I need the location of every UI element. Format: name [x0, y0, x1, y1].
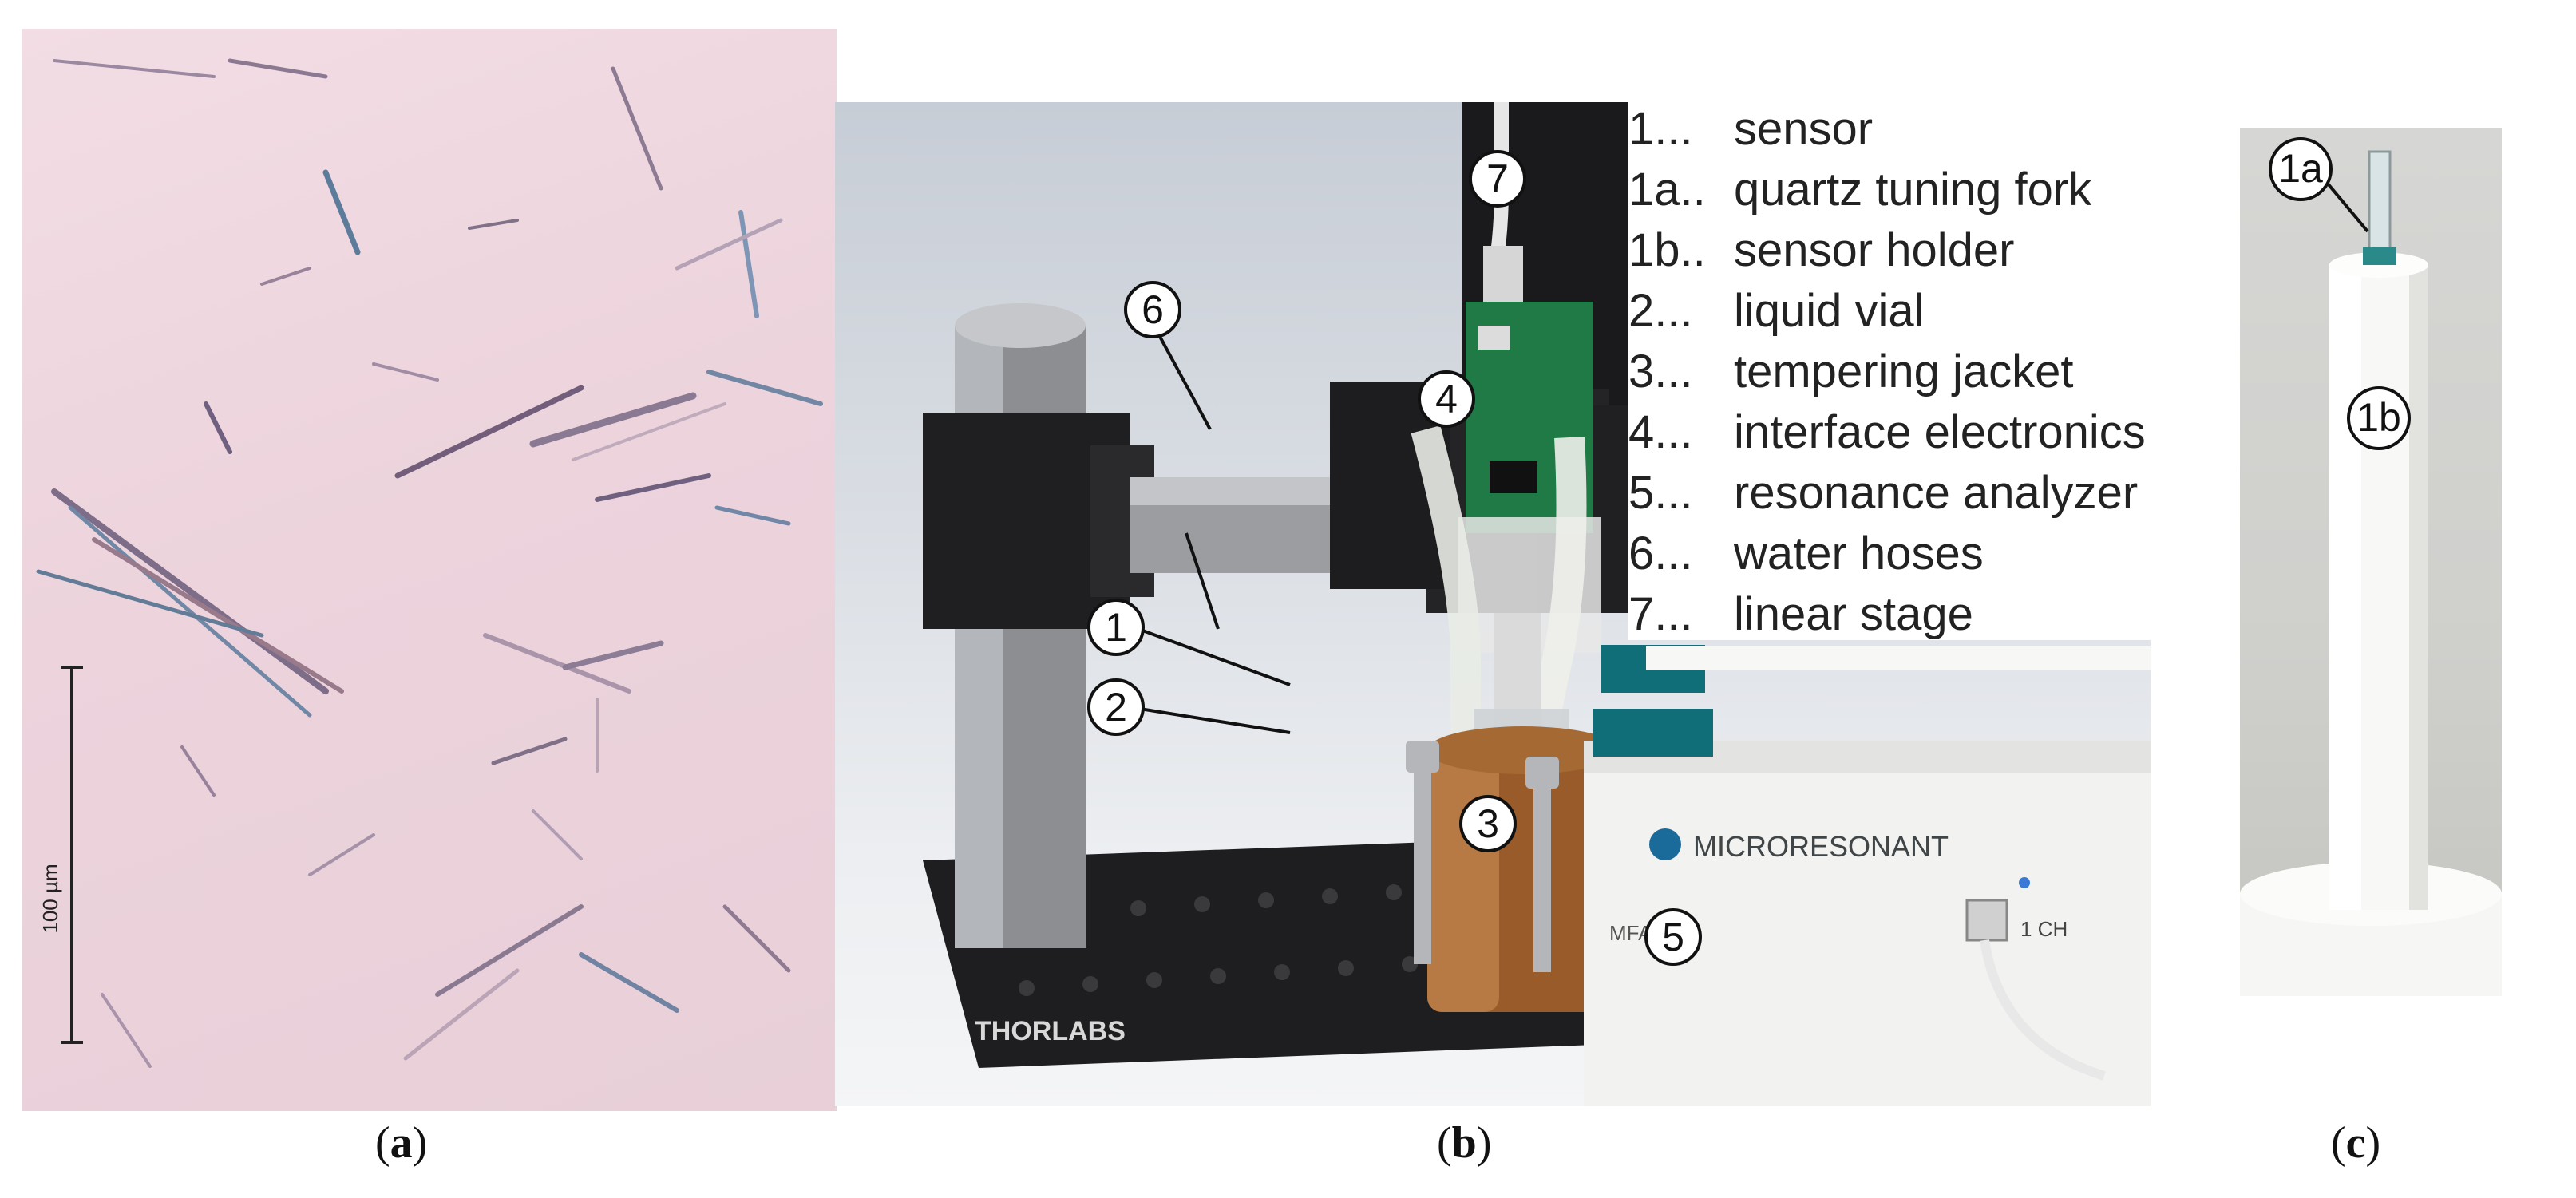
- caption-a: (a): [375, 1118, 428, 1168]
- callout-5: 5: [1644, 908, 1702, 966]
- callout-1: 1: [1087, 599, 1145, 656]
- legend-item: 2...liquid vial: [1628, 285, 1925, 337]
- component-legend: 1...sensor 1a..quartz tuning fork 1b..se…: [1628, 94, 2203, 640]
- port-label: 1 CH: [2020, 917, 2068, 941]
- sensor-illustration: 1a 1b: [2240, 137, 2502, 996]
- base-brand-label: THORLABS: [975, 1016, 1126, 1046]
- callout-1b: 1b: [2347, 386, 2411, 450]
- sensor-photo-panel-c: 1a 1b: [2240, 128, 2502, 996]
- svg-text:5: 5: [1662, 915, 1684, 959]
- callout-7: 7: [1469, 150, 1526, 208]
- legend-item: 6...water hoses: [1628, 528, 1984, 579]
- svg-text:1b: 1b: [2356, 395, 2401, 440]
- svg-text:2: 2: [1105, 685, 1127, 729]
- legend-item: 5...resonance analyzer: [1628, 467, 2139, 519]
- micrograph-panel-a: 100 µm: [22, 29, 837, 1111]
- scale-bar-label: 100 µm: [38, 864, 62, 933]
- scale-bar: 100 µm: [38, 666, 83, 1044]
- callout-3: 3: [1459, 795, 1517, 852]
- caption-c: (c): [2331, 1118, 2381, 1168]
- svg-text:7: 7: [1486, 156, 1509, 201]
- legend-item: 4...interface electronics: [1628, 406, 2146, 458]
- caption-b: (b): [1437, 1118, 1492, 1168]
- callout-group: 1 2 3 4 5 6 7: [1087, 150, 1702, 966]
- legend-item: 1b..sensor holder: [1628, 224, 2015, 276]
- legend-item: 7...linear stage: [1628, 588, 1973, 640]
- svg-text:6: 6: [1142, 287, 1164, 332]
- legend-item: 1a..quartz tuning fork: [1628, 164, 2092, 215]
- svg-text:4: 4: [1435, 377, 1458, 421]
- svg-text:1a: 1a: [2278, 146, 2323, 191]
- callout-4: 4: [1418, 370, 1475, 428]
- crystal-needles-image: 100 µm: [36, 58, 823, 1068]
- svg-text:3: 3: [1477, 801, 1499, 846]
- callout-1a: 1a: [2269, 137, 2333, 201]
- apparatus-photo-panel-b: THORLABS: [835, 102, 2151, 1106]
- legend-item: 1...sensor: [1628, 103, 1874, 155]
- apparatus-illustration: THORLABS: [923, 102, 2151, 1106]
- callout-2: 2: [1087, 678, 1145, 736]
- legend-item: 3...tempering jacket: [1628, 346, 2074, 397]
- callout-6: 6: [1124, 281, 1181, 338]
- svg-text:1: 1: [1105, 605, 1127, 650]
- device-brand-label: MICRORESONANT: [1693, 830, 1949, 863]
